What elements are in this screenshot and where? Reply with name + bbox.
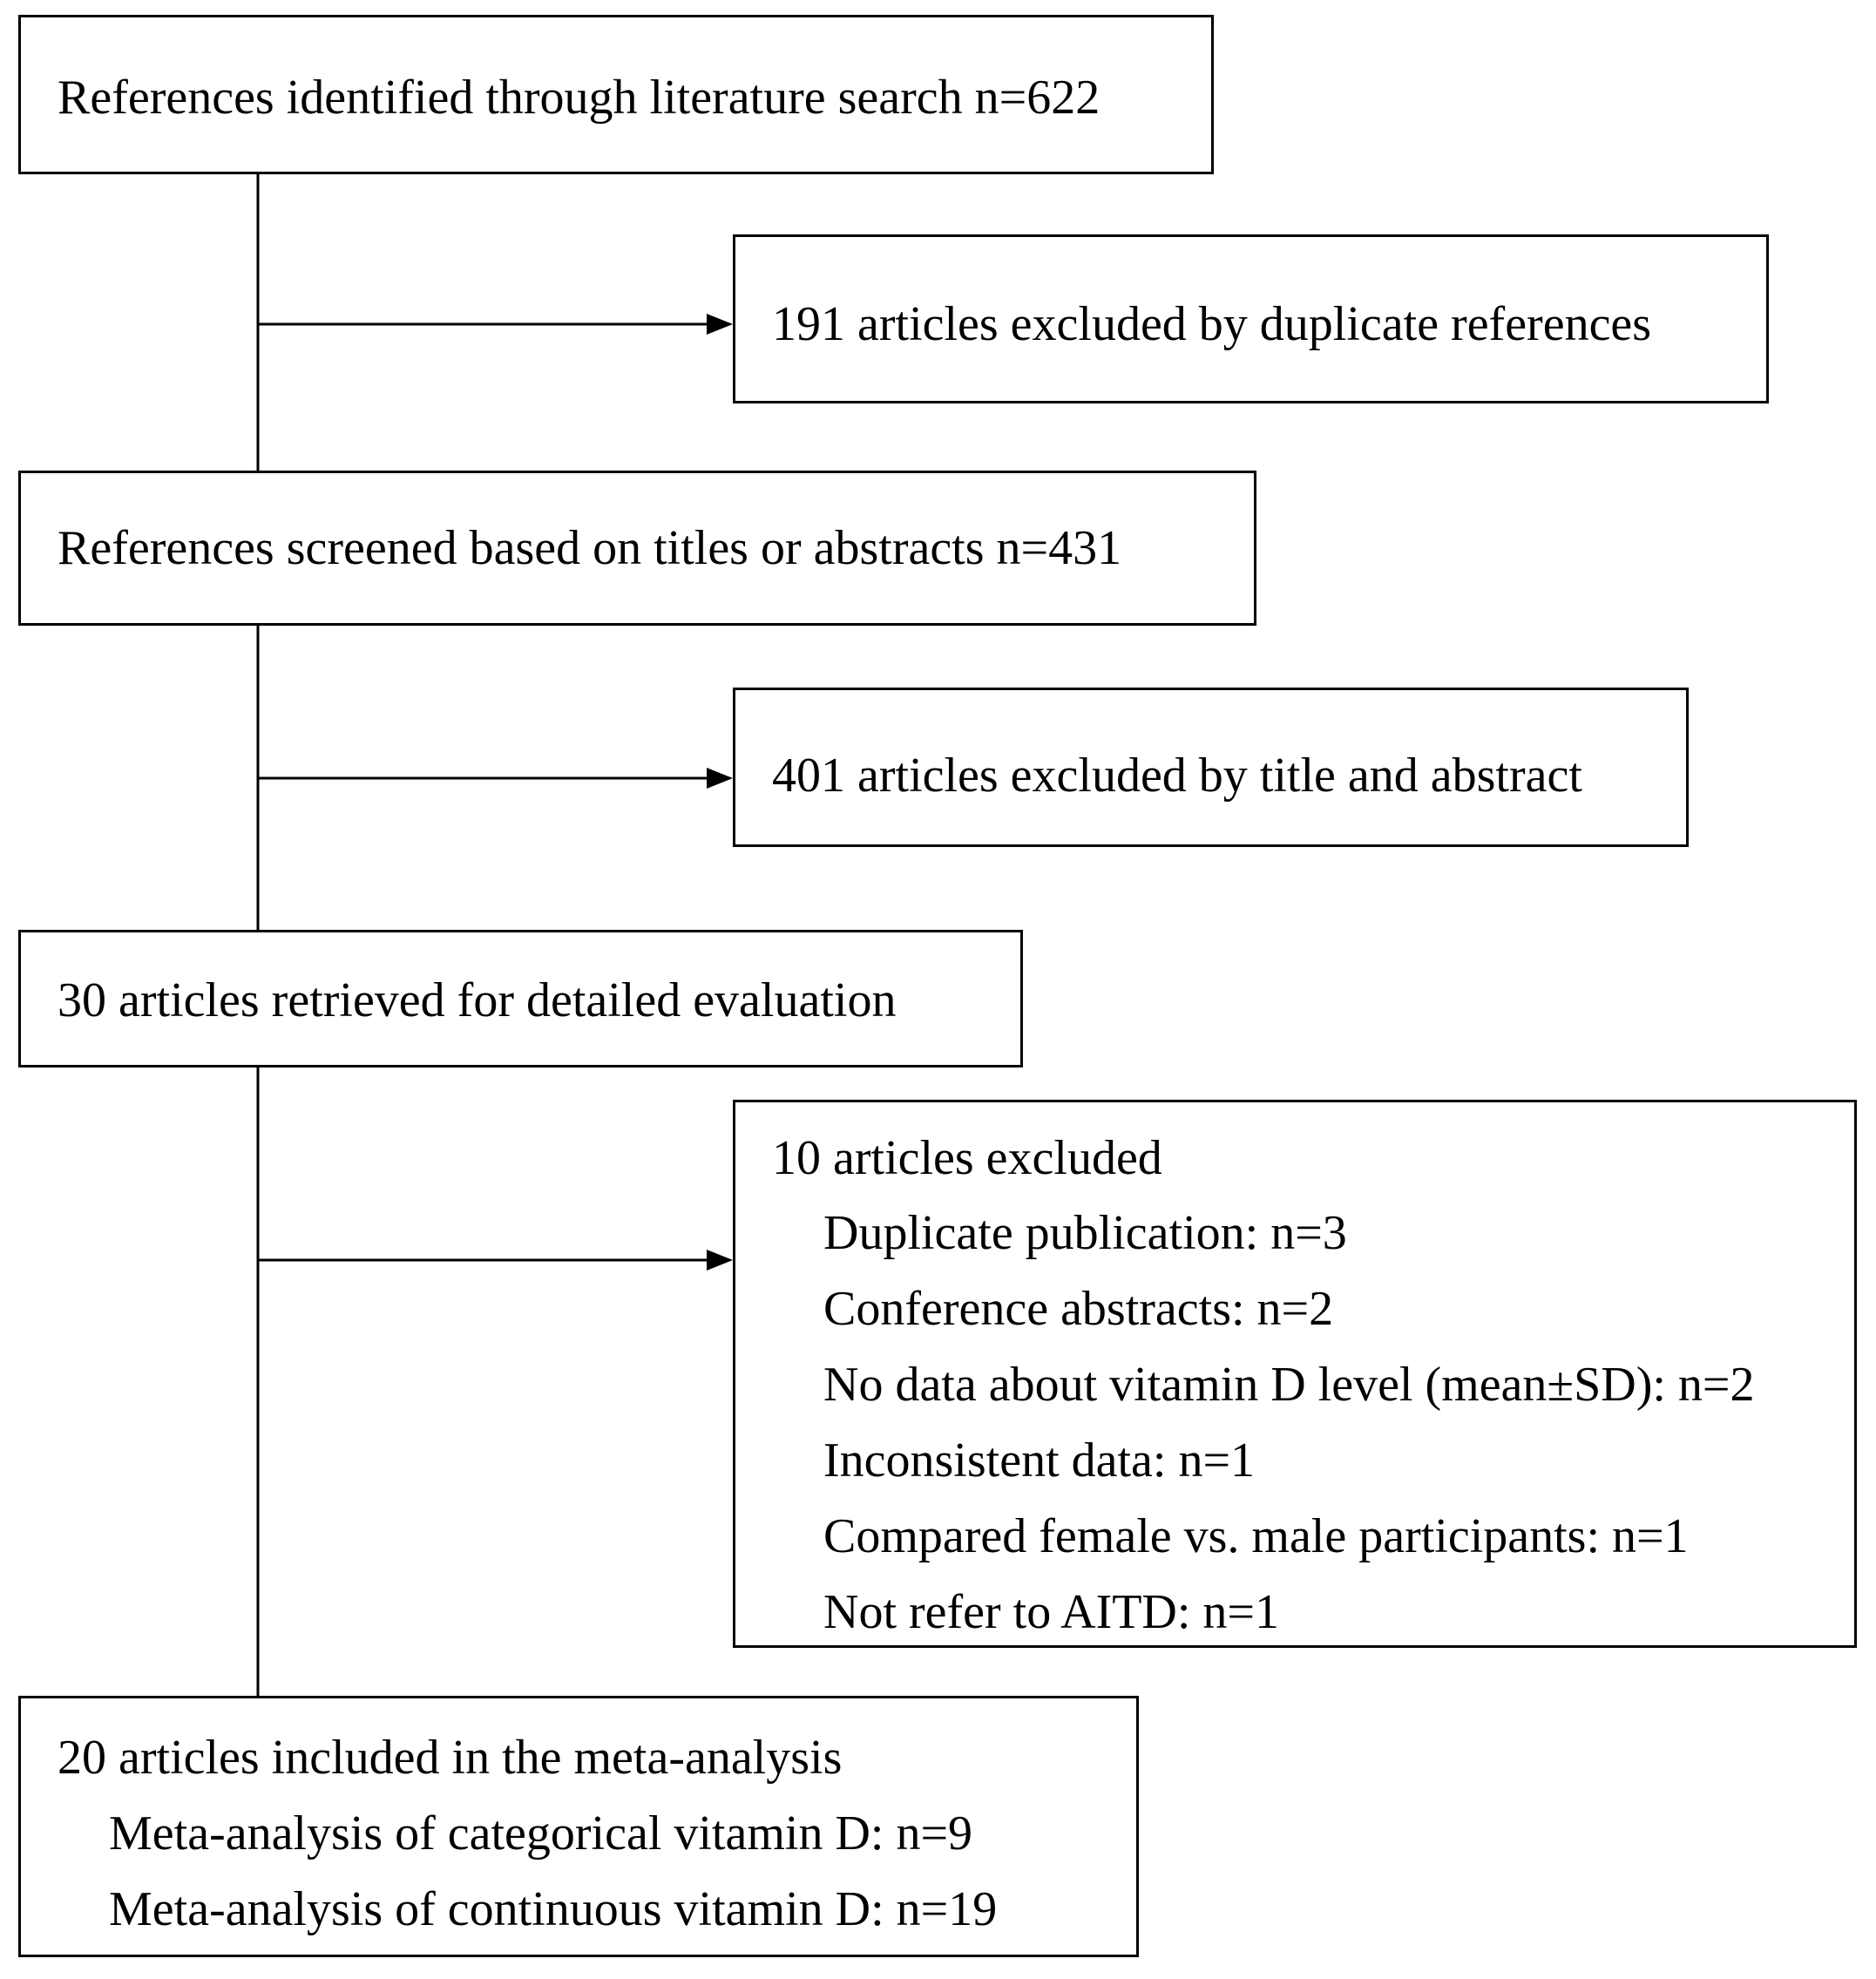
box-identified: References identified through literature… (18, 15, 1214, 174)
included-analysis-item: Meta-analysis of continuous vitamin D: n… (109, 1882, 998, 1936)
box-excluded-title-abstract: 401 articles excluded by title and abstr… (733, 688, 1689, 847)
exclusion-reason-item: Duplicate publication: n=3 (823, 1206, 1347, 1260)
exclusion-reason-item: Not refer to AITD: n=1 (823, 1585, 1280, 1639)
box-excluded-title-abstract-text: 401 articles excluded by title and abstr… (772, 749, 1582, 803)
box-identified-text: References identified through literature… (58, 71, 1101, 125)
box-screened-text: References screened based on titles or a… (58, 521, 1122, 575)
box-excluded-detailed-title: 10 articles excluded (772, 1131, 1162, 1185)
exclusion-reason-item: Inconsistent data: n=1 (823, 1433, 1256, 1488)
box-retrieved: 30 articles retrieved for detailed evalu… (18, 930, 1023, 1067)
box-included-title: 20 articles included in the meta-analysi… (58, 1731, 843, 1785)
exclusion-reason-item: No data about vitamin D level (mean±SD):… (823, 1358, 1755, 1412)
exclusion-reason-item: Conference abstracts: n=2 (823, 1282, 1334, 1336)
box-retrieved-text: 30 articles retrieved for detailed evalu… (58, 973, 897, 1027)
box-excluded-duplicates-text: 191 articles excluded by duplicate refer… (772, 297, 1652, 351)
box-included: 20 articles included in the meta-analysi… (18, 1696, 1139, 1957)
included-analysis-item: Meta-analysis of categorical vitamin D: … (109, 1806, 973, 1860)
exclusion-reason-item: Compared female vs. male participants: n… (823, 1509, 1689, 1563)
box-excluded-detailed: 10 articles excluded Duplicate publicati… (733, 1100, 1857, 1648)
box-screened: References screened based on titles or a… (18, 471, 1256, 626)
box-excluded-duplicates: 191 articles excluded by duplicate refer… (733, 234, 1769, 403)
